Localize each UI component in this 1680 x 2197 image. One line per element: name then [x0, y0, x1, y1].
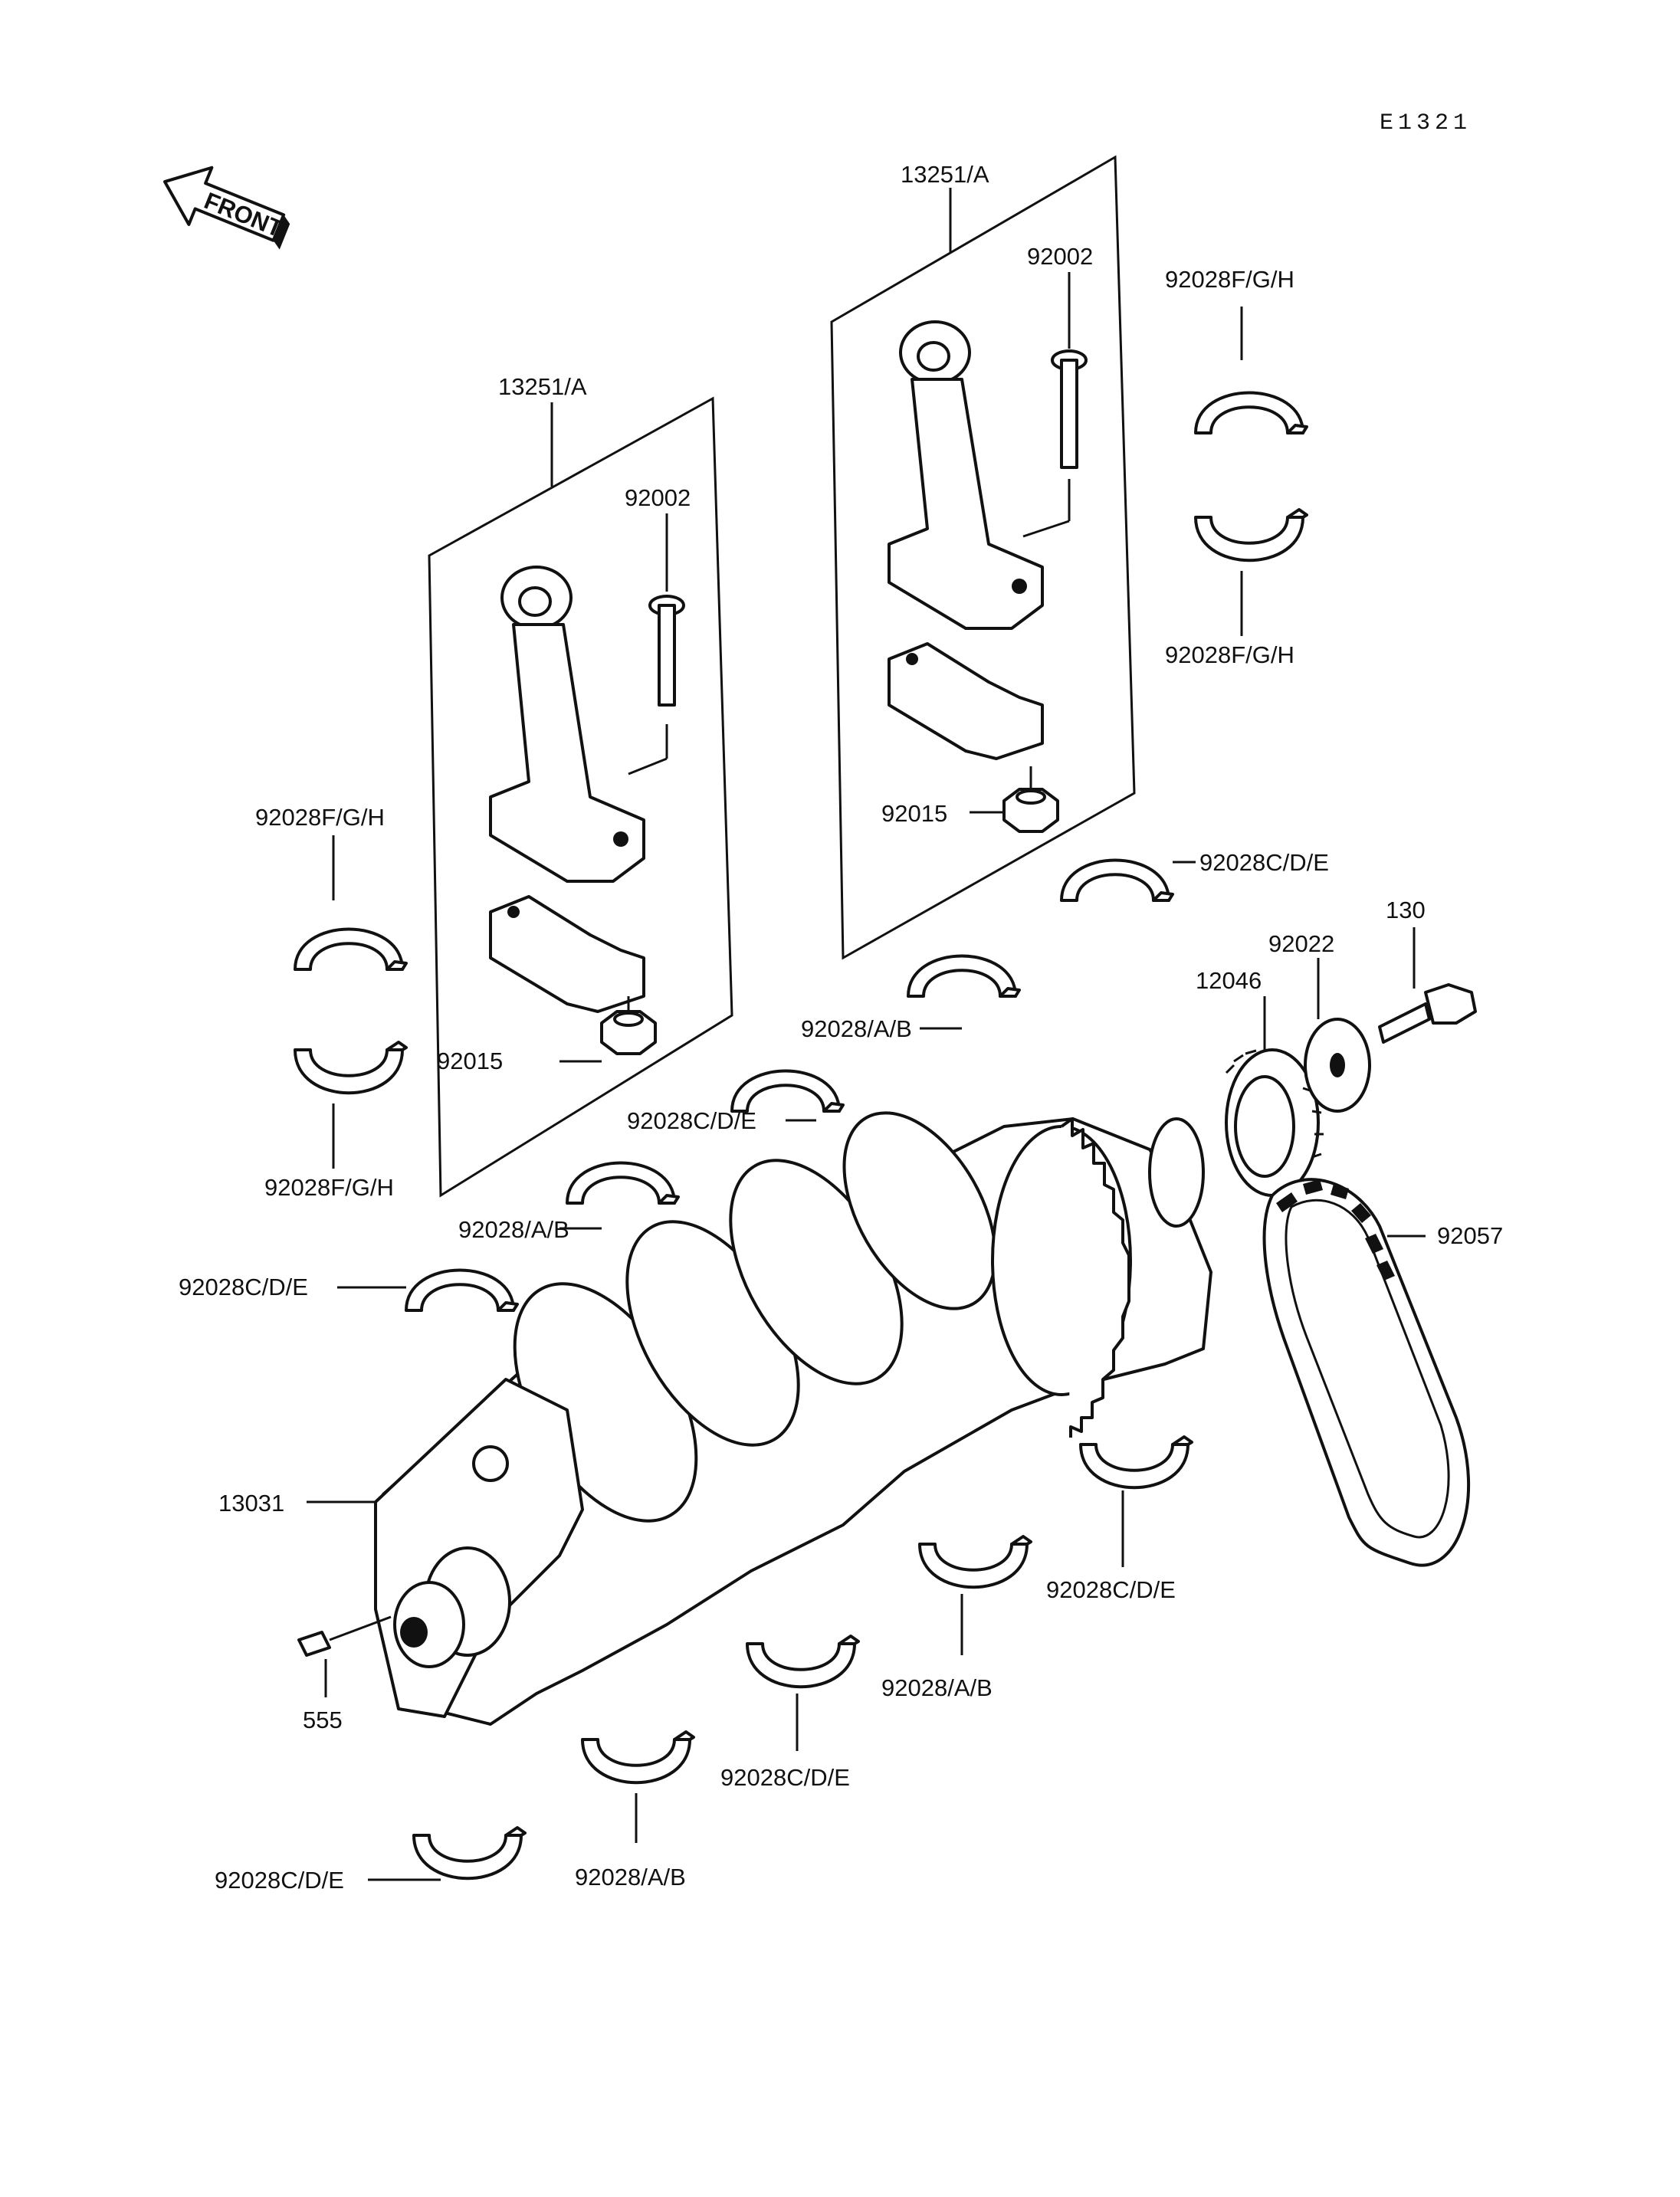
- label-bolt-left: 92002: [625, 484, 691, 511]
- label-pin: 555: [303, 1707, 343, 1733]
- conrod-assembly-left: 13251/A 92002 92015: [428, 373, 733, 1198]
- bolt-right: [1051, 272, 1088, 469]
- bearing-fgh-left-upper: 92028F/G/H: [255, 804, 408, 971]
- label-conrod-left: 13251/A: [498, 373, 587, 400]
- label-bearing-fgh-top-lower: 92028F/G/H: [1165, 641, 1294, 668]
- bearing-ab-lower: 92028/A/B: [881, 1535, 1032, 1701]
- bearing-ab-top: 92028/A/B: [801, 954, 1021, 1042]
- conrod-assembly-right: 13251/A 92002 92015: [830, 155, 1136, 960]
- pin-555: [297, 1615, 392, 1697]
- label-bearing-cde-lower-mid: 92028C/D/E: [720, 1764, 850, 1791]
- bearing-cde-mid: 92028C/D/E: [627, 1069, 845, 1134]
- label-bearing-cde-lower-right: 92028C/D/E: [1046, 1576, 1176, 1603]
- chain-92057: [1262, 1178, 1471, 1567]
- bolt-left: [648, 513, 685, 707]
- bearing-fgh-top-lower: 92028F/G/H: [1165, 508, 1308, 668]
- crank-snout: [393, 1546, 511, 1668]
- front-label: FRONT: [201, 187, 287, 242]
- label-crankshaft: 13031: [218, 1490, 284, 1517]
- crank-gear-large: [991, 1117, 1132, 1438]
- nut-left: [600, 1010, 657, 1055]
- label-bearing-fgh-top-upper: 92028F/G/H: [1165, 266, 1294, 293]
- bearing-cde-bottom: 92028C/D/E: [215, 1826, 527, 1894]
- label-bolt-right: 92002: [1027, 243, 1093, 270]
- label-bearing-fgh-left-lower: 92028F/G/H: [264, 1174, 394, 1201]
- nut-right: [1002, 788, 1059, 833]
- label-nut-right: 92015: [881, 800, 947, 827]
- label-bearing-ab-mid: 92028/A/B: [458, 1216, 569, 1243]
- bearing-fgh-top-upper: 92028F/G/H: [1165, 266, 1308, 434]
- bearing-cde-lower-right: 92028C/D/E: [1046, 1435, 1193, 1603]
- bearing-cde-left: 92028C/D/E: [179, 1268, 519, 1312]
- label-gear: 12046: [1196, 967, 1262, 994]
- label-chain: 92057: [1437, 1222, 1503, 1249]
- label-nut-left: 92015: [437, 1048, 503, 1074]
- label-bearing-ab-lower: 92028/A/B: [881, 1674, 993, 1701]
- label-bearing-fgh-left-upper: 92028F/G/H: [255, 804, 385, 831]
- front-arrow: FRONT: [163, 166, 290, 250]
- connecting-rod-right: [888, 320, 1044, 760]
- bearing-cde-right: 92028C/D/E: [1060, 849, 1329, 902]
- label-bearing-cde-bottom: 92028C/D/E: [215, 1867, 344, 1894]
- label-bearing-cde-left: 92028C/D/E: [179, 1274, 308, 1300]
- bolt-130: [1378, 927, 1477, 1044]
- label-conrod-right: 13251/A: [901, 161, 989, 188]
- bearing-ab-bottom: 92028/A/B: [575, 1730, 695, 1890]
- washer-92022: [1304, 958, 1371, 1113]
- label-bearing-cde-right: 92028C/D/E: [1199, 849, 1329, 876]
- label-washer: 92022: [1268, 930, 1334, 957]
- gear-12046: [1225, 996, 1324, 1197]
- label-bearing-cde-mid: 92028C/D/E: [627, 1107, 756, 1134]
- label-bearing-ab-bottom: 92028/A/B: [575, 1864, 686, 1890]
- bearing-ab-mid: 92028/A/B: [458, 1161, 680, 1243]
- label-bearing-ab-top: 92028/A/B: [801, 1015, 912, 1042]
- diagram-code: E1321: [1380, 110, 1472, 136]
- crankshaft: [374, 1111, 1212, 1726]
- crank-gear-small: [1148, 1117, 1205, 1228]
- connecting-rod-left: [489, 566, 645, 1013]
- bearing-fgh-left-lower: 92028F/G/H: [264, 1041, 408, 1201]
- bearing-cde-lower-mid: 92028C/D/E: [720, 1635, 860, 1791]
- label-bolt-130: 130: [1386, 897, 1426, 923]
